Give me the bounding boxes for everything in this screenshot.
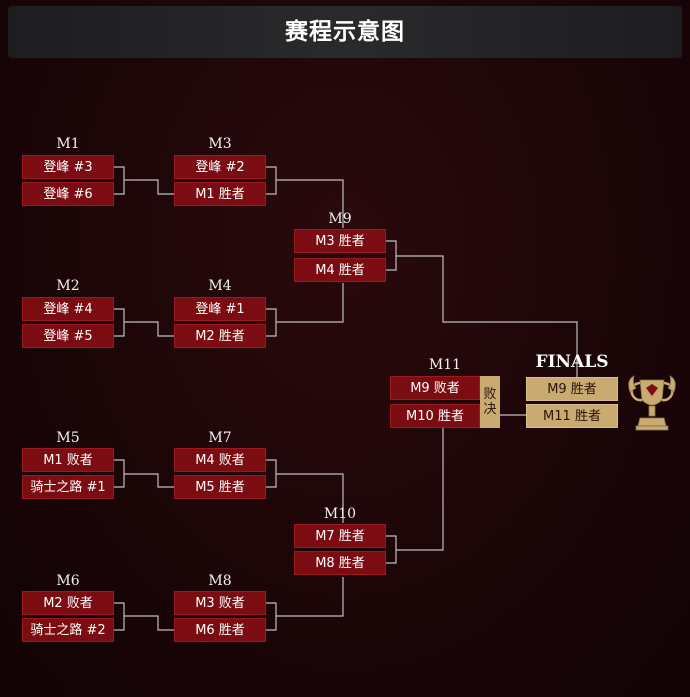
- match-label-m10: M10: [323, 506, 357, 522]
- connector-m10-out: [396, 428, 444, 551]
- connector-m3-out: [276, 179, 344, 228]
- slot-m5-bottom: 骑士之路 #1: [22, 475, 114, 499]
- match-label-m2: M2: [56, 278, 80, 294]
- slot-m11-top: M9 败者: [390, 376, 480, 400]
- match-label-m5: M5: [56, 430, 80, 446]
- match-label-m9: M9: [328, 211, 352, 227]
- loser-tag-char-1: 败: [483, 387, 497, 402]
- connector-m5-out: [124, 473, 175, 488]
- slot-m1-bottom: 登峰 #6: [22, 182, 114, 206]
- slot-m6-top: M2 败者: [22, 591, 114, 615]
- slot-finals-bottom: M11 胜者: [526, 404, 618, 428]
- match-label-m11: M11: [428, 357, 462, 373]
- slot-m6-bottom: 骑士之路 #2: [22, 618, 114, 642]
- page-title: 赛程示意图: [285, 19, 405, 45]
- loser-tag-char-2: 决: [483, 402, 497, 417]
- match-label-m7: M7: [208, 430, 232, 446]
- connector-m6-out: [124, 615, 175, 631]
- connector-m7-out: [276, 473, 344, 523]
- trophy-icon: [628, 375, 676, 431]
- slot-m9-top: M3 胜者: [294, 229, 386, 253]
- connector-m7: [266, 459, 277, 488]
- connector-m8: [266, 602, 277, 631]
- connector-m5: [114, 459, 125, 488]
- connector-m6: [114, 602, 125, 631]
- slot-m8-top: M3 败者: [174, 591, 266, 615]
- slot-m4-bottom: M2 胜者: [174, 324, 266, 348]
- connector-m9: [386, 240, 397, 271]
- slot-m7-bottom: M5 胜者: [174, 475, 266, 499]
- slot-m11-bottom: M10 胜者: [390, 404, 480, 428]
- slot-m7-top: M4 败者: [174, 448, 266, 472]
- slot-finals-top: M9 胜者: [526, 377, 618, 401]
- connector-m2: [114, 308, 125, 337]
- connector-m4-out: [276, 283, 344, 323]
- slot-m8-bottom: M6 胜者: [174, 618, 266, 642]
- match-label-m6: M6: [56, 573, 80, 589]
- connector-m8-out: [276, 577, 344, 617]
- match-label-m3: M3: [208, 136, 232, 152]
- connector-m9-out: [396, 255, 578, 377]
- slot-m5-top: M1 败者: [22, 448, 114, 472]
- connector-m1: [114, 166, 125, 195]
- slot-m3-bottom: M1 胜者: [174, 182, 266, 206]
- connector-m10: [386, 535, 397, 564]
- loser-bracket-tag: 败 决: [480, 376, 500, 428]
- slot-m2-top: 登峰 #4: [22, 297, 114, 321]
- connector-m4: [266, 308, 277, 337]
- connector-m1-out: [124, 179, 175, 195]
- connector-m2-out: [124, 321, 175, 337]
- connector-m3: [266, 166, 277, 195]
- slot-m10-top: M7 胜者: [294, 524, 386, 548]
- match-label-m1: M1: [56, 136, 80, 152]
- slot-m4-top: 登峰 #1: [174, 297, 266, 321]
- match-label-m8: M8: [208, 573, 232, 589]
- slot-m1-top: 登峰 #3: [22, 155, 114, 179]
- slot-m10-bottom: M8 胜者: [294, 551, 386, 575]
- slot-m3-top: 登峰 #2: [174, 155, 266, 179]
- header-bar: 赛程示意图: [8, 6, 682, 58]
- finals-label: FINALS: [535, 352, 609, 372]
- match-label-m4: M4: [208, 278, 232, 294]
- slot-m9-bottom: M4 胜者: [294, 258, 386, 282]
- slot-m2-bottom: 登峰 #5: [22, 324, 114, 348]
